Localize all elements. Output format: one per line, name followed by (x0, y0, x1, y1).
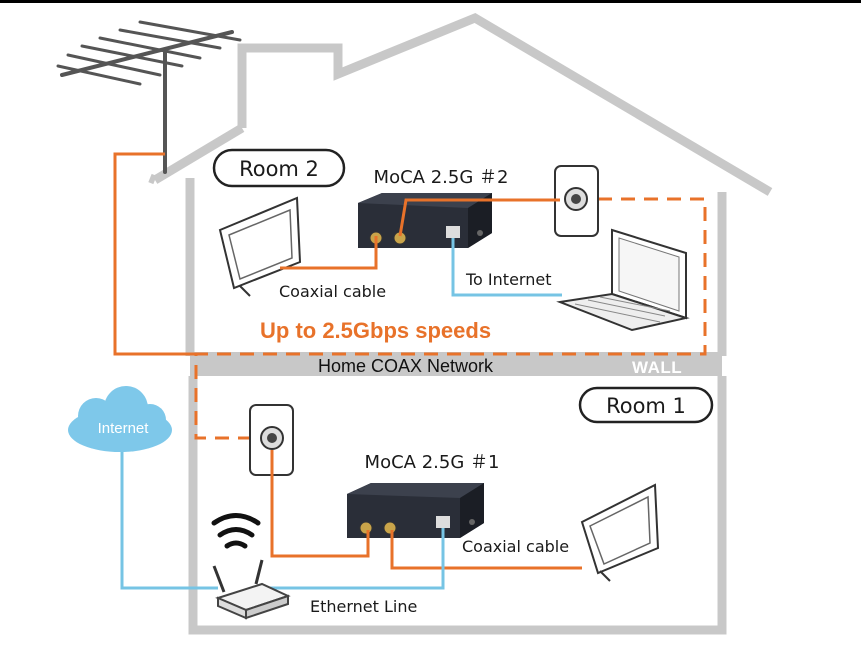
room-2-label: Room 2 (239, 157, 319, 181)
ethernet-line-label: Ethernet Line (310, 597, 417, 616)
coax-to-tv-1 (390, 530, 582, 570)
wifi-signal-icon (211, 513, 261, 549)
moca-1-label: MoCA 2.5G ＃1 (365, 452, 500, 473)
home-coax-network-label: Home COAX Network (318, 356, 494, 376)
coax-wall-outlet-2-icon (554, 165, 599, 237)
moca-adapter-1-icon (347, 483, 484, 538)
coax-wall-outlet-1-icon (249, 404, 294, 476)
top-border (0, 0, 861, 3)
tv-room-2-icon (218, 196, 302, 297)
home-coax-network-line (194, 197, 707, 440)
laptop-icon (556, 228, 690, 332)
antenna-coax-cable (113, 152, 196, 356)
coax-cable-label-bottom: Coaxial cable (462, 537, 569, 556)
ethernet-line-cable (262, 528, 445, 590)
ethernet-to-laptop (451, 238, 562, 297)
internet-cloud-icon (68, 386, 172, 452)
coax-to-tv-2 (280, 236, 378, 270)
to-internet-label: To Internet (465, 270, 551, 289)
wall-label: WALL (632, 358, 682, 377)
wall-divider (190, 352, 722, 376)
lower-floor-outline (188, 376, 727, 635)
moca-2-label: MoCA 2.5G ＃2 (374, 167, 509, 188)
coax-moca2-to-outlet (398, 198, 560, 237)
coax-cable-label-top: Coaxial cable (279, 282, 386, 301)
tv-room-1-icon (580, 483, 660, 582)
coax-outlet-to-moca1 (270, 450, 370, 558)
internet-label: Internet (98, 420, 150, 437)
room-2-badge (212, 148, 346, 188)
room-1-label: Room 1 (606, 394, 686, 418)
antenna-icon (56, 20, 242, 174)
house-outline (148, 12, 773, 356)
speed-label: Up to 2.5Gbps speeds (260, 318, 491, 343)
room-1-badge (578, 386, 714, 424)
internet-to-router-cable (120, 452, 218, 590)
router-icon (212, 559, 291, 620)
